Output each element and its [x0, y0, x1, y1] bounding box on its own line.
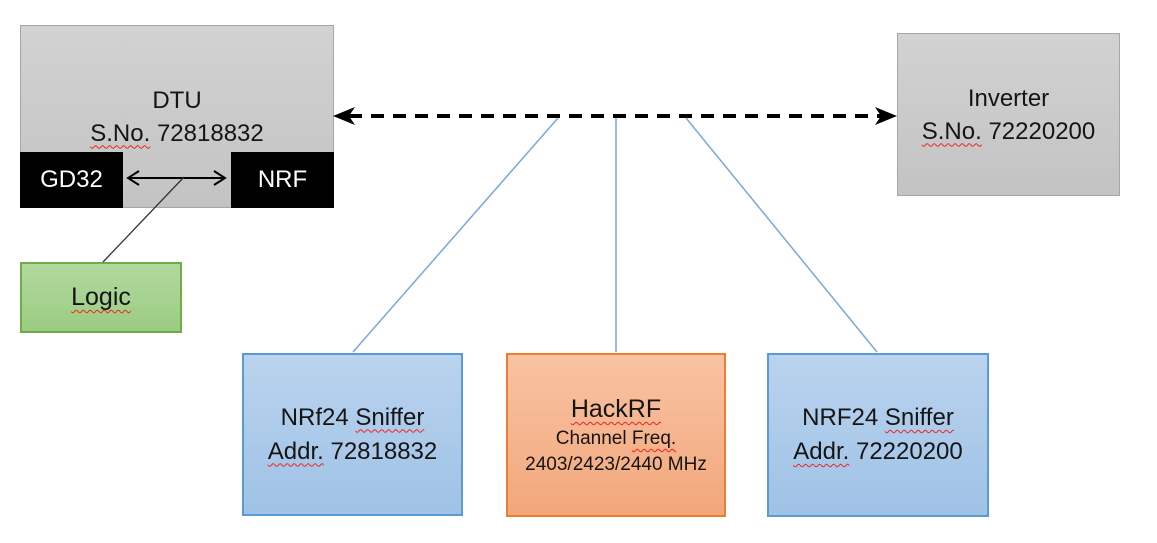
sniffer-left-device: NRf24 [280, 403, 349, 431]
hackrf-freq-word: Freq. [631, 428, 677, 449]
sniffer-left-title: NRf24 Sniffer [281, 401, 425, 435]
sniffer-left-device-word: Sniffer [355, 403, 425, 431]
sniffer-right-connector-line [685, 117, 878, 353]
sniffer-left-box: NRf24 Sniffer Addr. 72818832 [242, 353, 463, 516]
inverter-serial-label: S.No. [921, 117, 982, 145]
hackrf-box: HackRF Channel Freq. 2403/2423/2440 MHz [506, 353, 726, 517]
sniffer-right-addr-label: Addr. [793, 438, 850, 465]
inverter-box: Inverter S.No. 72220200 [897, 33, 1120, 196]
hackrf-frequencies: 2403/2423/2440 MHz [525, 454, 707, 475]
logic-label: Logic [71, 283, 131, 311]
inverter-serial: S.No. 72220200 [922, 115, 1095, 148]
inverter-title: Inverter [967, 84, 1050, 112]
gd32-chip: GD32 [20, 152, 123, 208]
dtu-serial: S.No. 72818832 [90, 117, 263, 150]
sniffer-right-addr-value: 72220200 [855, 438, 963, 465]
sniffer-left-addr-label: Addr. [267, 437, 324, 465]
nrf-chip: NRF [231, 152, 334, 208]
gd32-label: GD32 [40, 166, 103, 193]
inverter-serial-number: 72220200 [988, 117, 1096, 145]
dtu-serial-number: 72818832 [156, 119, 264, 147]
arrowhead-right [875, 107, 897, 125]
sniffer-right-device: NRF24 [802, 404, 879, 431]
hackrf-title: HackRF [570, 395, 662, 423]
sniffer-left-addr-value: 72818832 [330, 437, 438, 465]
sniffer-left-connector-line [352, 117, 559, 353]
arrowhead-left [333, 107, 355, 125]
hackrf-channel-word: Channel [555, 428, 627, 449]
nrf-label: NRF [257, 166, 308, 193]
dtu-serial-label: S.No. [90, 119, 151, 147]
logic-box: Logic [20, 262, 182, 333]
sniffer-left-address: Addr. 72818832 [268, 435, 438, 469]
hackrf-channel-label: Channel Freq. [556, 426, 676, 452]
dtu-inverter-dashed-arrow [333, 107, 897, 125]
sniffer-right-device-word: Sniffer [884, 404, 954, 431]
sniffer-right-box: NRF24 Sniffer Addr. 72220200 [767, 353, 989, 517]
sniffer-right-address: Addr. 72220200 [793, 435, 963, 469]
sniffer-right-title: NRF24 Sniffer [802, 401, 954, 435]
dtu-title: DTU [152, 86, 202, 114]
